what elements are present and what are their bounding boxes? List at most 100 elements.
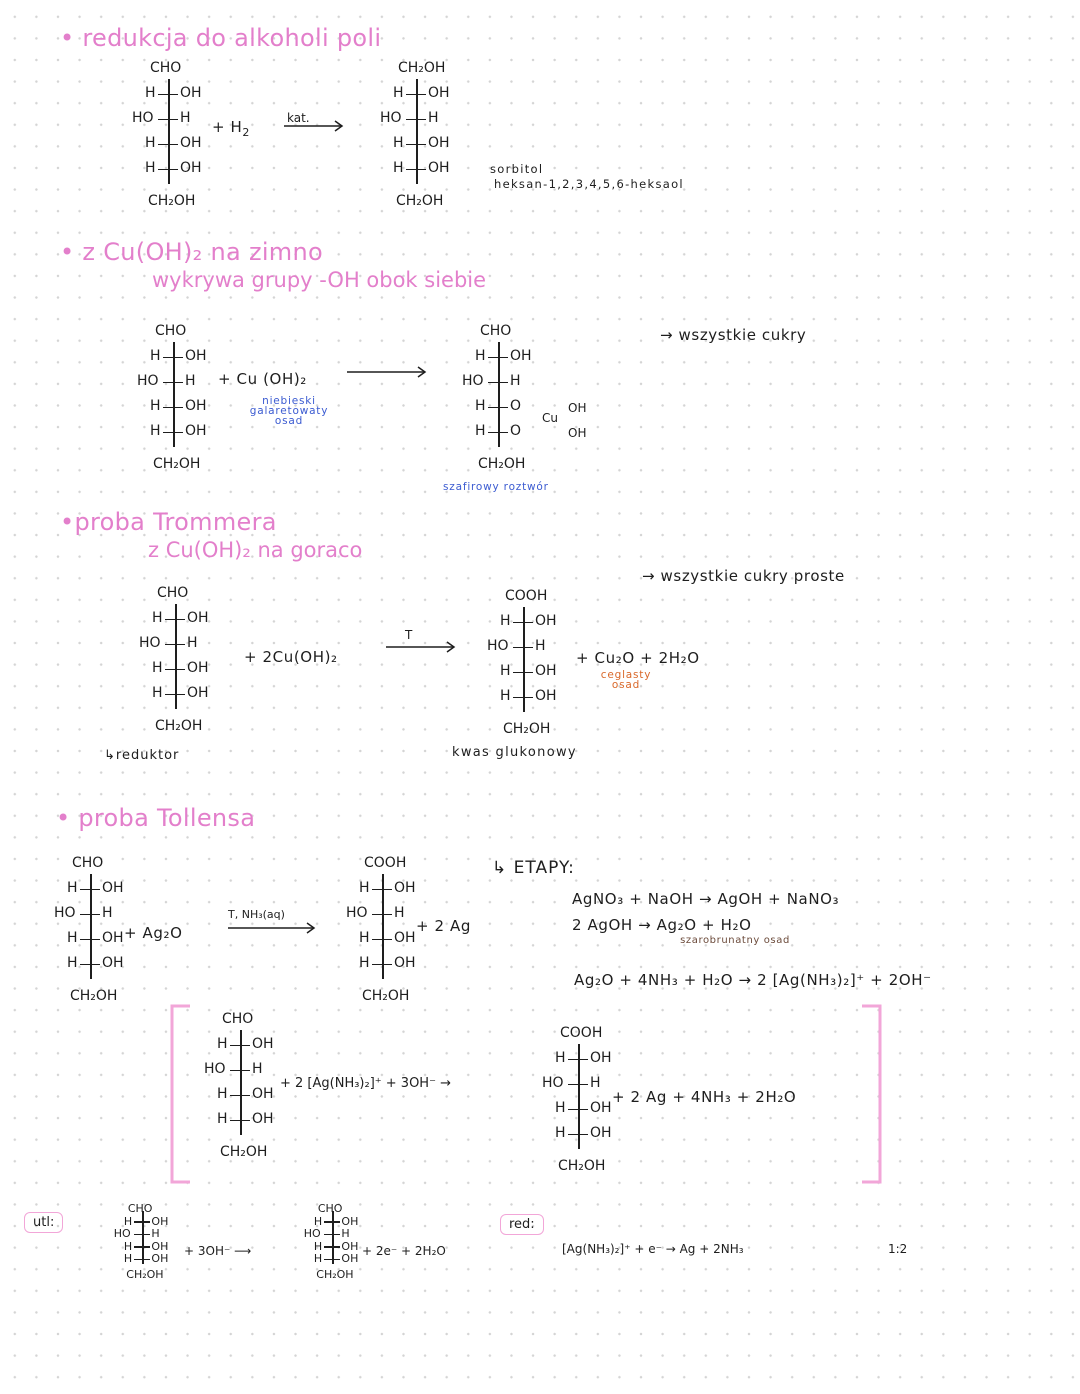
fischer-left-group: H xyxy=(217,1111,228,1127)
fischer-left-group: H xyxy=(475,423,486,439)
fischer-top-group: COOH xyxy=(560,1025,603,1041)
fischer-left-group: H xyxy=(67,955,78,971)
reductor-label: ↳reduktor xyxy=(104,748,180,763)
fischer-bond xyxy=(134,1258,150,1261)
fischer-right-group: OH xyxy=(341,1239,359,1253)
fischer-cu-oh-bottom: OH xyxy=(568,425,587,440)
fischer-bond xyxy=(488,431,508,434)
fischer-bottom-group: CH₂OH xyxy=(478,455,526,472)
heading-cold: • z Cu(OH)₂ na zimno xyxy=(60,238,323,266)
fischer-left-group: H xyxy=(150,348,161,364)
fischer-spine xyxy=(498,341,500,447)
fischer-left-group: H xyxy=(359,880,370,896)
plus-h2: + H2 xyxy=(212,118,251,139)
fischer-left-group: H xyxy=(393,85,404,101)
scope-simple-sugars: → wszystkie cukry proste xyxy=(642,567,845,585)
fischer-left-group: H xyxy=(123,1214,133,1228)
fischer-right-group: OH xyxy=(252,1111,274,1127)
fischer-bond xyxy=(230,1119,250,1122)
fischer-left-group: HO xyxy=(204,1061,226,1077)
fischer-left-group: H xyxy=(500,663,511,679)
fischer-left-group: H xyxy=(152,610,163,626)
fischer-left-group: H xyxy=(67,930,78,946)
fischer-spine xyxy=(175,603,177,709)
fischer-right-group: OH xyxy=(180,135,202,151)
fischer-right-group: OH xyxy=(151,1252,169,1265)
full-products: + 2 Ag + 4NH₃ + 2H₂O xyxy=(612,1088,797,1106)
red-equation: [Ag(NH₃)₂]⁺ + e⁻ → Ag + 2NH₃ xyxy=(562,1242,744,1256)
fischer-spine xyxy=(382,873,384,979)
fischer-left-group: HO xyxy=(139,635,161,651)
fischer-bond xyxy=(158,118,178,121)
fischer-top-group: CHO xyxy=(222,1011,254,1027)
fischer-bond xyxy=(568,1108,588,1111)
fischer-right-group: H xyxy=(341,1227,350,1240)
fischer-right-group: H xyxy=(187,635,198,651)
fischer-right-group: H xyxy=(428,110,439,126)
fischer-left-group: H xyxy=(145,160,156,176)
fischer-left-group: HO xyxy=(137,373,159,389)
fischer-right-group: OH xyxy=(102,880,124,896)
fischer-right-group: OH xyxy=(187,610,209,626)
fischer-right-group: OH xyxy=(151,1214,169,1228)
fischer-left-group: H xyxy=(475,348,486,364)
fischer-top-group: COOH xyxy=(364,855,407,871)
product-iupac: heksan-1,2,3,4,5,6-heksaol xyxy=(494,177,684,191)
fischer-bottom-group: CH₂OH xyxy=(155,717,203,734)
fischer-spine xyxy=(523,606,525,712)
note-brick-precipitate: ceglasty osad xyxy=(600,669,652,691)
arrow-label-t: T xyxy=(405,628,413,642)
fischer-left-group: H xyxy=(217,1036,228,1052)
fischer-bond xyxy=(488,406,508,409)
fischer-right-group: OH xyxy=(535,688,557,704)
fischer-left-group: HO xyxy=(303,1227,321,1240)
fischer-right-group: OH xyxy=(590,1100,612,1116)
fischer-right-group: OH xyxy=(185,423,207,439)
fischer-left-group: H xyxy=(500,613,511,629)
fischer-left-group: HO xyxy=(132,110,154,126)
fischer-bond xyxy=(372,938,392,941)
heading-reduction: • redukcja do alkoholi poli xyxy=(60,24,382,52)
reaction-arrow xyxy=(347,366,427,378)
fischer-left-group: H xyxy=(359,930,370,946)
fischer-right-group: H xyxy=(252,1061,263,1077)
ox-products: + 2e⁻ + 2H₂O xyxy=(362,1244,446,1258)
fischer-left-group: HO xyxy=(462,373,484,389)
fischer-left-group: H xyxy=(393,160,404,176)
fischer-right-group: OH xyxy=(102,955,124,971)
fischer-bond xyxy=(230,1044,250,1047)
fischer-left-group: HO xyxy=(113,1227,131,1240)
fischer-bond xyxy=(324,1258,340,1261)
fischer-left-group: H xyxy=(475,398,486,414)
fischer-right-group: OH xyxy=(394,880,416,896)
fischer-bond xyxy=(163,406,183,409)
fischer-spine xyxy=(332,1211,334,1264)
arrow-label-kat: kat. xyxy=(287,111,310,125)
scope-all-sugars: → wszystkie cukry xyxy=(660,326,807,344)
fischer-bottom-group: CH₂OH xyxy=(558,1157,606,1174)
fischer-right-group: OH xyxy=(185,348,207,364)
fischer-bond xyxy=(568,1083,588,1086)
fischer-bond xyxy=(163,431,183,434)
fischer-top-group: CHO xyxy=(150,60,182,76)
fischer-top-group: CHO xyxy=(127,1202,153,1215)
fischer-left-group: H xyxy=(123,1252,133,1265)
fischer-right-group: OH xyxy=(535,613,557,629)
fischer-right-group: OH xyxy=(428,160,450,176)
stages-label: ↳ ETAPY: xyxy=(492,858,575,878)
fischer-right-group: OH xyxy=(252,1086,274,1102)
fischer-left-group: H xyxy=(152,660,163,676)
fischer-right-group: O xyxy=(510,398,522,414)
fischer-left-group: HO xyxy=(542,1075,564,1091)
fischer-bond xyxy=(134,1221,150,1223)
fischer-bond xyxy=(165,693,185,696)
fischer-cu-atom: Cu xyxy=(542,410,558,425)
fischer-bond xyxy=(513,671,533,674)
fischer-right-group: O xyxy=(510,423,522,439)
fischer-right-group: OH xyxy=(151,1239,169,1253)
note-sapphire-solution: szafirowy roztwór xyxy=(443,481,549,493)
fischer-right-group: OH xyxy=(394,955,416,971)
fischer-right-group: OH xyxy=(252,1036,274,1052)
trommer-byproducts: + Cu₂O + 2H₂O xyxy=(576,649,700,667)
fischer-right-group: OH xyxy=(428,135,450,151)
